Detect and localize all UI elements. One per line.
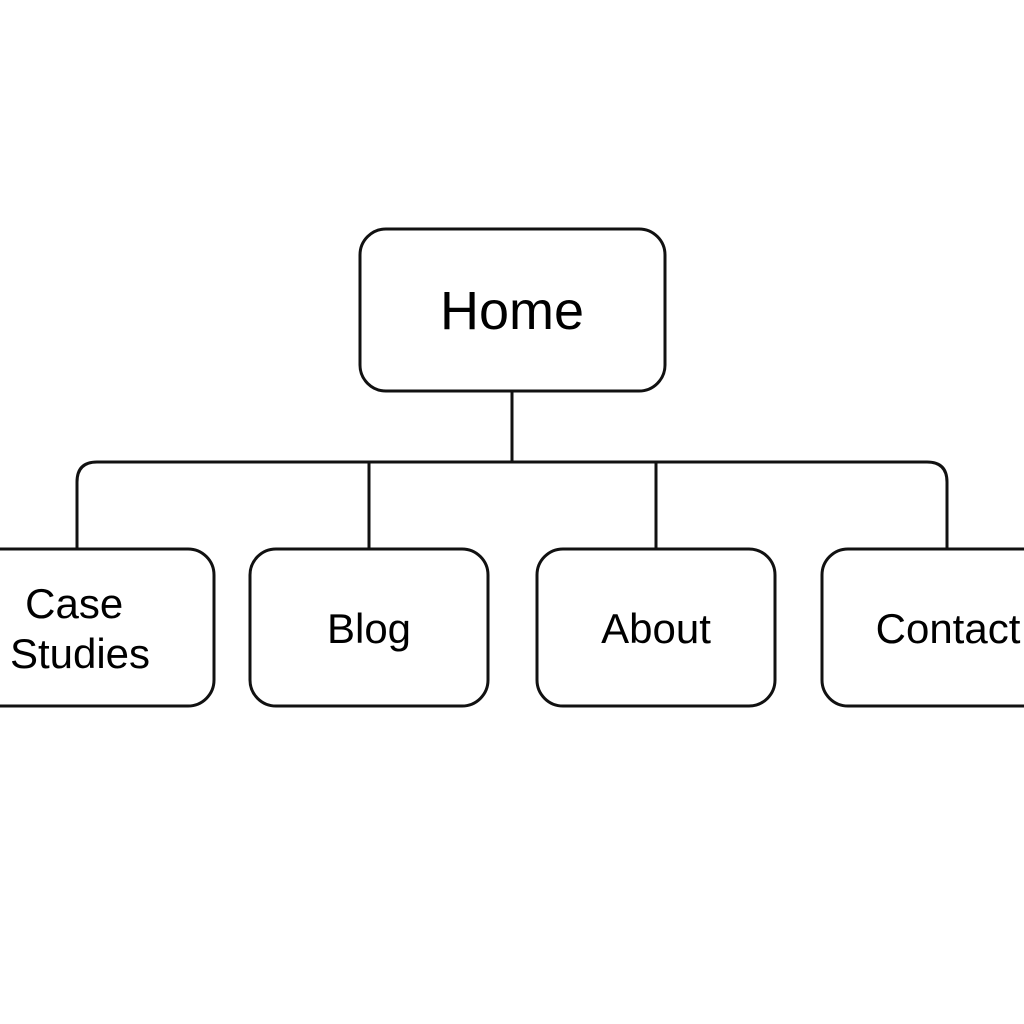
node-home: Home [358,227,667,393]
node-case-studies: Case Studies [0,547,216,708]
node-about: About [535,547,777,708]
node-contact: Contact [820,547,1024,708]
node-contact-box [820,547,1024,708]
node-case-studies-box [0,547,216,708]
connector-horizontal-bus [75,460,949,550]
node-about-box [535,547,777,708]
node-blog-box [248,547,490,708]
node-contact-label: Contact [876,605,1021,652]
node-blog: Blog [248,547,490,708]
node-case-studies-label-line-1: Case [25,580,123,627]
node-blog-label: Blog [327,605,411,652]
node-home-box [358,227,667,393]
node-case-studies-label-line-2: Studies [10,630,150,677]
node-about-label: About [601,605,711,652]
node-home-label: Home [440,281,584,341]
connectors [75,390,949,550]
node-case-studies-label: Case Studies [10,580,150,677]
